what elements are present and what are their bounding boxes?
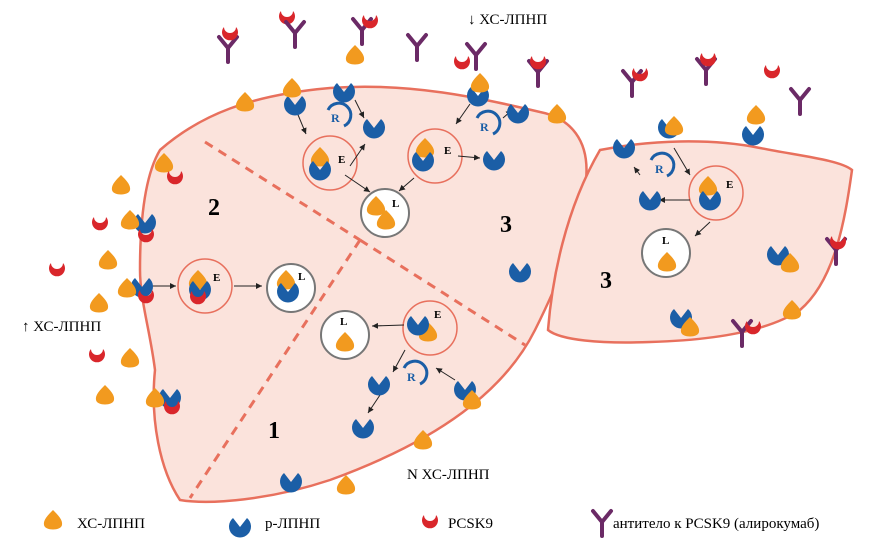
divider-zone3-zone1 — [359, 238, 526, 347]
svg-text:E: E — [726, 179, 733, 191]
legend-antibody-icon — [591, 509, 613, 538]
legend-antibody-label: антитело к PCSK9 (алирокумаб) — [613, 516, 819, 532]
annotation-ldl-up: ↑ ХС-ЛПНП — [22, 319, 101, 335]
lysosome-small-lobe: L — [641, 228, 691, 278]
lysosome-zone1: L — [320, 310, 370, 360]
legend-ldl-label: ХС-ЛПНП — [77, 516, 145, 532]
endosome-zone2: E — [177, 258, 233, 314]
legend-pcsk9-icon — [422, 515, 438, 529]
svg-text:R: R — [407, 370, 416, 384]
svg-text:L: L — [662, 235, 669, 247]
antibody-5 — [465, 42, 487, 71]
legend: ХС-ЛПНП р-ЛПНП PCSK9 антитело к PCSK9 (а… — [43, 509, 819, 538]
svg-text:E: E — [444, 145, 451, 157]
svg-text:E: E — [338, 154, 345, 166]
legend-ldl-icon — [43, 510, 63, 530]
antibody-6 — [527, 56, 549, 88]
legend-item-antibody: антитело к PCSK9 (алирокумаб) — [591, 509, 819, 538]
lysosomes: L L L L — [266, 188, 691, 360]
antibody-7 — [621, 68, 648, 98]
zone-label-2: 2 — [208, 195, 220, 221]
legend-pcsk9-label: PCSK9 — [448, 516, 493, 532]
svg-text:E: E — [213, 272, 220, 284]
zone-label-1: 1 — [268, 418, 280, 444]
svg-text:L: L — [392, 198, 399, 210]
lysosome-zone2: L — [266, 263, 316, 313]
divider-zone2-zone3 — [204, 140, 361, 242]
legend-item-receptor: р-ЛПНП — [229, 516, 320, 538]
antibody-1 — [217, 27, 239, 64]
legend-item-pcsk9: PCSK9 — [422, 515, 493, 532]
legend-item-ldl: ХС-ЛПНП — [43, 510, 145, 532]
endosome-zone3-a: E — [302, 135, 358, 191]
divider-zone2-zone1 — [188, 239, 362, 499]
antibody-3 — [351, 15, 378, 46]
zone-label-3-right: 3 — [600, 268, 612, 294]
antibody-2 — [284, 20, 306, 49]
recycling-2: R — [475, 109, 502, 136]
recycling-1: R — [326, 101, 353, 128]
lysosome-center: L — [360, 188, 410, 238]
legend-receptor-label: р-ЛПНП — [265, 516, 320, 532]
annotation-ldl-normal: N ХС-ЛПНП — [407, 467, 490, 483]
endosome-zone1: E — [402, 300, 458, 356]
recycling-4: R — [649, 151, 676, 178]
endosomes: E E E E E — [177, 128, 744, 356]
legend-receptor-icon — [229, 518, 251, 538]
antibody-8 — [695, 53, 717, 86]
endosome-small-lobe: E — [688, 165, 744, 221]
annotation-ldl-down: ↓ ХС-ЛПНП — [468, 12, 547, 28]
svg-text:E: E — [434, 309, 441, 321]
svg-text:R: R — [655, 162, 664, 176]
recycling-3: R — [402, 359, 429, 386]
antibody-4 — [406, 33, 428, 62]
zone-dividers — [188, 140, 526, 499]
svg-text:R: R — [331, 111, 340, 125]
svg-text:L: L — [340, 316, 347, 328]
svg-text:R: R — [480, 120, 489, 134]
recycling-loops: R R R R — [326, 101, 676, 386]
svg-text:L: L — [298, 271, 305, 283]
zone-label-3-left: 3 — [500, 212, 512, 238]
pathway-arrows — [150, 99, 711, 414]
antibody-9 — [789, 87, 811, 116]
